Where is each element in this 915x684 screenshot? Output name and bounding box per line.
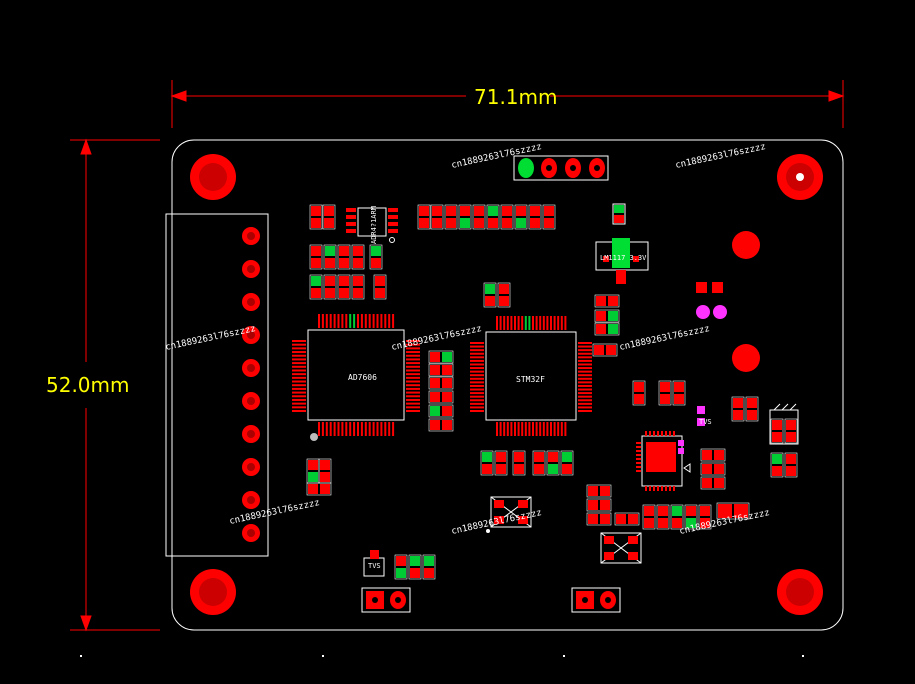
mounting-holes: [190, 154, 823, 615]
mcu-chip: STM32F: [470, 316, 592, 436]
ldo-regulator: LM1117 3.3V: [595, 203, 649, 284]
bottom-header-left: [361, 587, 411, 613]
width-dimension: [170, 80, 845, 128]
qfn-chip: [636, 431, 691, 491]
board-outline: [171, 139, 844, 631]
tvs-label-right: TVS: [699, 418, 712, 426]
vref-label: ADR4?1ARM: [370, 206, 378, 244]
top-header: [513, 155, 609, 181]
ldo-label: LM1117 3.3V: [600, 254, 647, 262]
right-through-holes: [732, 231, 760, 372]
adc-chip: AD7606: [292, 314, 420, 441]
width-dimension-label: 71.1mm: [474, 85, 558, 109]
led-markers: [769, 403, 799, 445]
crystal-1: [486, 496, 532, 533]
crystal-2: [600, 532, 642, 564]
smd-passives: [306, 204, 798, 580]
watermark-7: cn1889263l76szzzz: [451, 508, 543, 537]
terminal-block: [165, 213, 269, 557]
height-dimension-label: 52.0mm: [46, 373, 130, 397]
test-pads: [678, 282, 727, 454]
vref-chip: ADR4?1ARM: [346, 206, 398, 244]
mcu-label: STM32F: [516, 375, 545, 384]
tvs-label-bottom: TVS: [368, 562, 381, 570]
tvs-diode-bottom: [363, 550, 385, 577]
bottom-header-right: [571, 587, 621, 613]
watermark-5: cn1889263l76szzzz: [619, 324, 711, 353]
watermark-2: cn1889263l76szzzz: [675, 142, 767, 171]
corner-ticks: [80, 655, 804, 657]
height-dimension: [70, 138, 160, 632]
adc-label: AD7606: [348, 373, 377, 382]
